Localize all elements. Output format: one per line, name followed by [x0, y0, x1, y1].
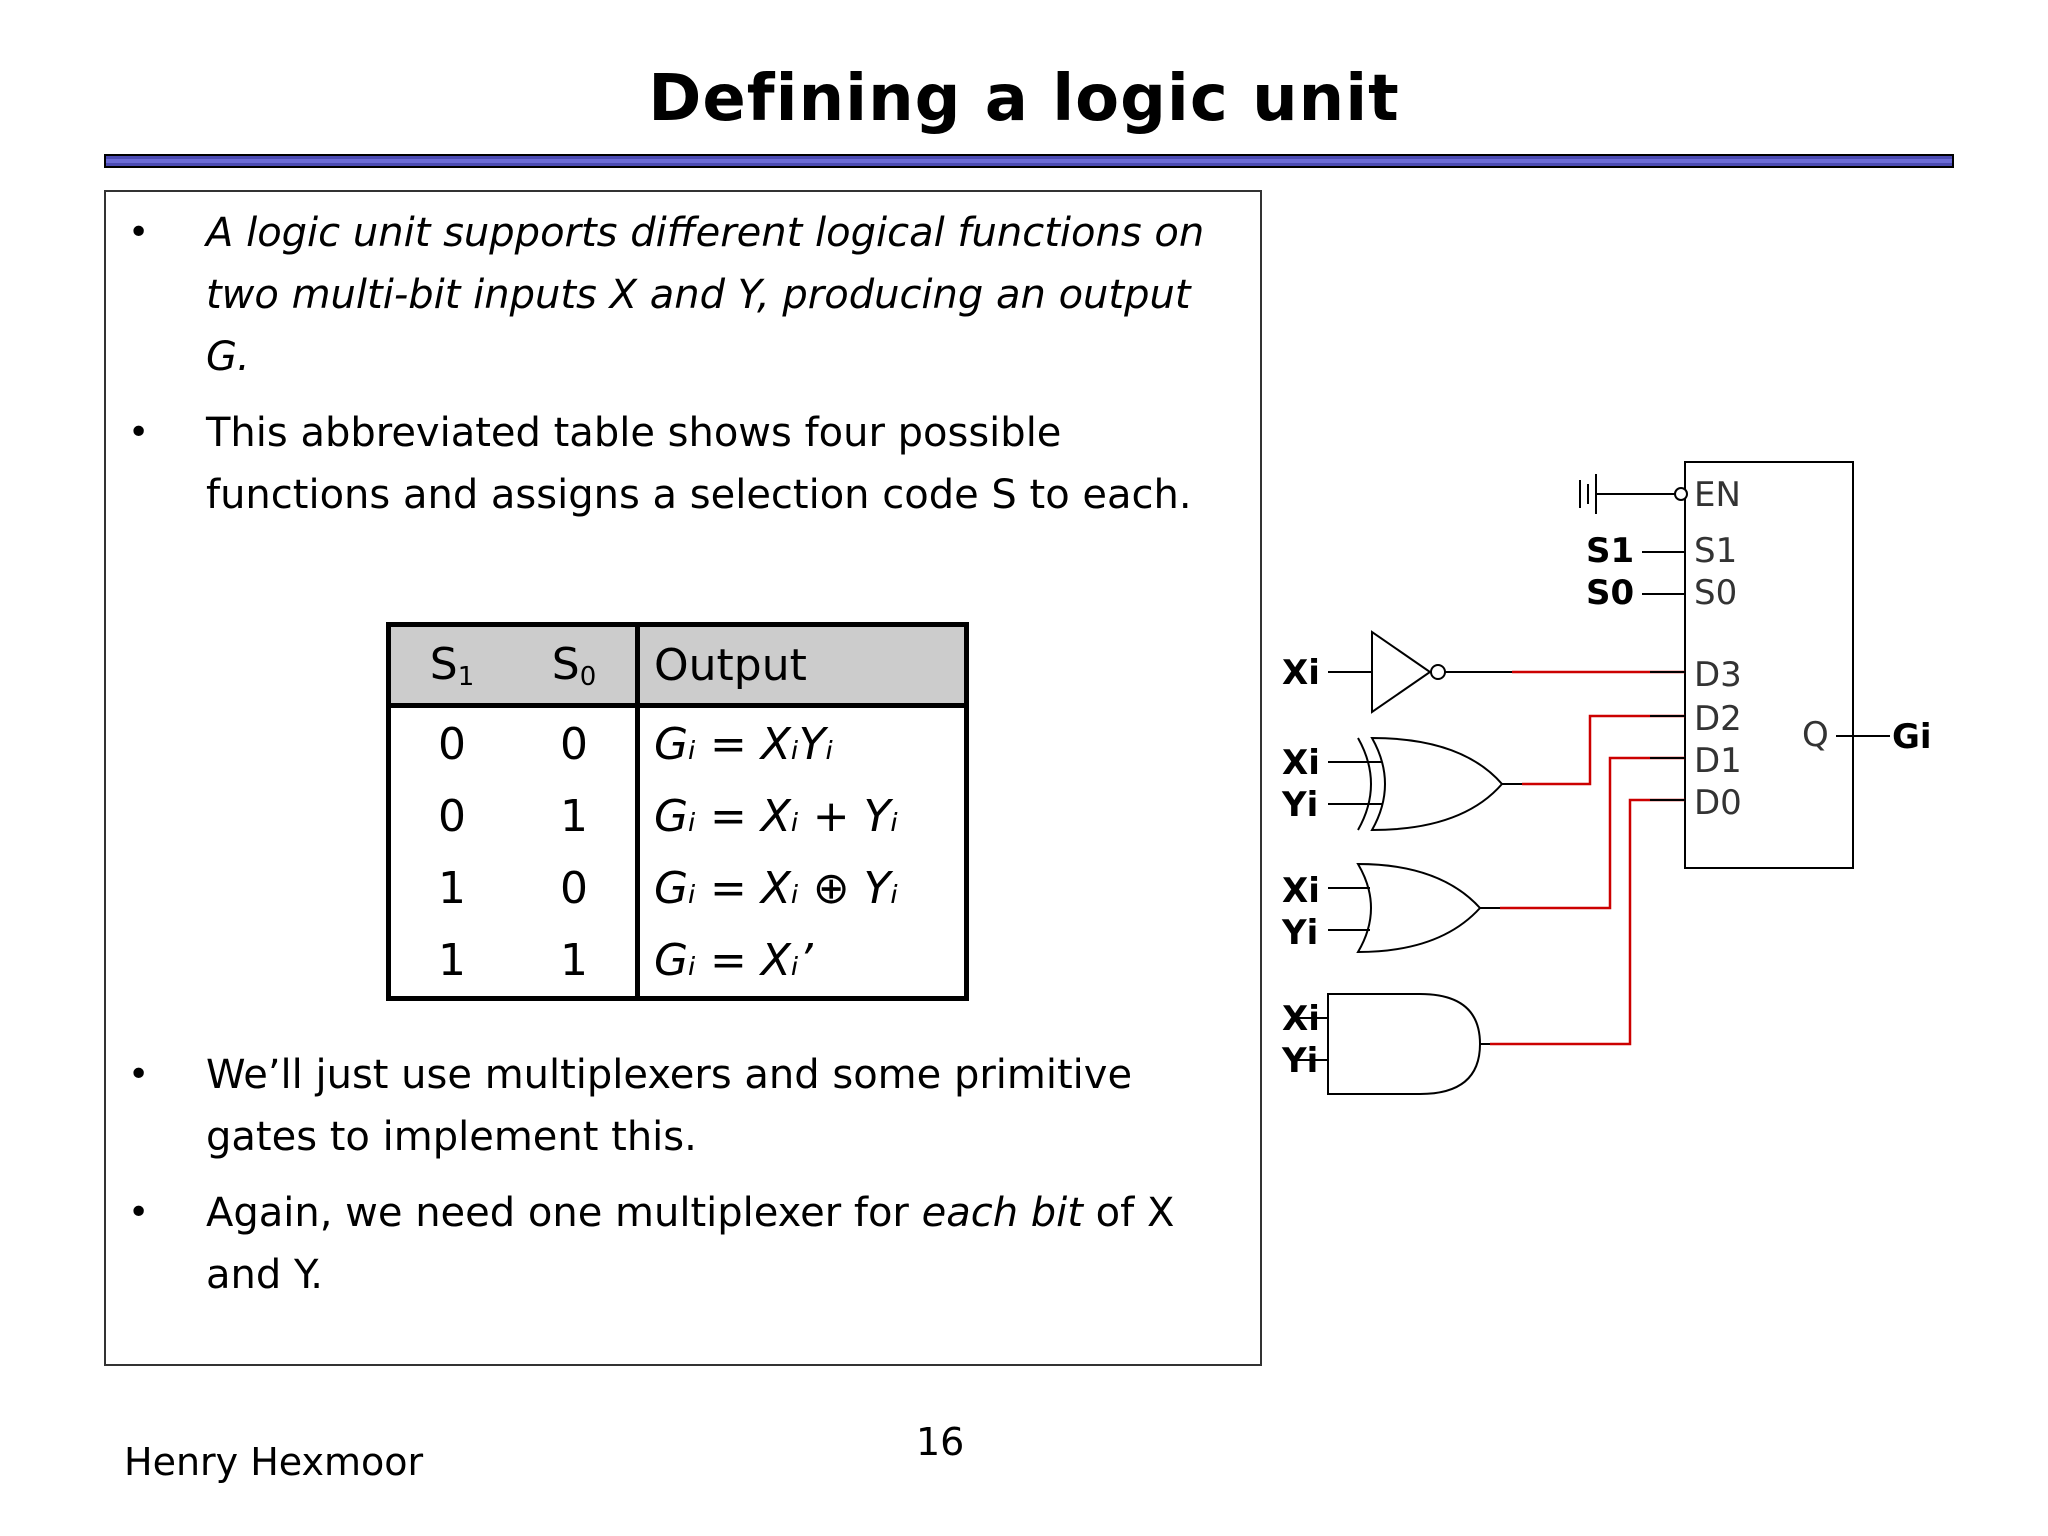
page-number: 16: [916, 1420, 965, 1464]
or-gate: [1328, 862, 1482, 954]
xor-gate: [1328, 736, 1504, 832]
header-s0: S0: [513, 624, 640, 708]
mux-box: [1684, 461, 1854, 869]
cell-output: Gᵢ = XᵢYᵢ: [654, 718, 834, 770]
slide-title: Defining a logic unit: [648, 62, 1400, 136]
cell-output: Gᵢ = Xᵢ ⊕ Yᵢ: [654, 862, 899, 914]
logic-unit-circuit: EN S1 S0 D3 D2 D1 D0 Q S1 S0 Gi Xi Xi Yi…: [1281, 461, 1932, 1095]
mux-label-d2: D2: [1694, 699, 1742, 739]
bullet-2-text: This abbreviated table shows four possib…: [206, 410, 1192, 518]
cell-s0: 1: [513, 780, 640, 852]
cell-s1: 0: [438, 718, 466, 770]
or-input-y: Yi: [1281, 913, 1318, 953]
and-gate: [1292, 993, 1482, 1095]
content-box: • A logic unit supports different logica…: [104, 190, 1262, 1366]
cell-s0: 0: [513, 705, 640, 780]
cell-s1: 1: [438, 934, 466, 986]
red-wires: [1490, 670, 1685, 1046]
cell-s0: 1: [513, 924, 640, 999]
mux-label-d1: D1: [1694, 741, 1742, 781]
not-gate: [1328, 630, 1446, 714]
mux-label-d3: D3: [1694, 655, 1742, 695]
table-row: 1 0 Gᵢ = Xᵢ ⊕ Yᵢ: [389, 852, 967, 924]
header-s1: S1: [388, 624, 513, 708]
header-output: Output: [637, 624, 967, 708]
bullet-4-text: Again, we need one multiplexer for each …: [206, 1190, 1175, 1298]
table-row: 1 1 Gᵢ = Xᵢ’: [389, 924, 967, 999]
function-table: S1 S0 Output 0 0 Gᵢ = XᵢYᵢ 0 1 Gᵢ = Xᵢ +…: [386, 622, 969, 1001]
title-divider: [104, 154, 1954, 168]
table-row: 0 1 Gᵢ = Xᵢ + Yᵢ: [389, 780, 967, 852]
mux-label-s1: S1: [1694, 531, 1737, 571]
bullet-dot: •: [128, 1054, 150, 1095]
cell-s1: 0: [438, 790, 466, 842]
cell-output: Gᵢ = Xᵢ’: [654, 934, 813, 986]
not-input-x: Xi: [1282, 653, 1320, 693]
cell-s0: 0: [513, 852, 640, 924]
or-input-x: Xi: [1282, 871, 1320, 911]
and-input-y: Yi: [1281, 1041, 1318, 1081]
cell-output: Gᵢ = Xᵢ + Yᵢ: [654, 790, 899, 842]
bullet-dot: •: [128, 212, 150, 253]
cell-s1: 1: [438, 862, 466, 914]
ground-icon: [1579, 474, 1675, 514]
mux-label-s0: S0: [1694, 573, 1737, 613]
footer-author: Henry Hexmoor: [124, 1440, 424, 1484]
output-gi-label: Gi: [1892, 717, 1932, 757]
enable-bubble: [1674, 487, 1688, 501]
bullet-dot: •: [128, 1192, 150, 1233]
table-header-row: S1 S0 Output: [388, 624, 967, 708]
bullet-dot: •: [128, 412, 150, 453]
bullet-1-text: A logic unit supports different logical …: [206, 210, 1205, 380]
mux-label-q: Q: [1802, 715, 1829, 755]
select-s1-label: S1: [1586, 531, 1634, 571]
and-input-x: Xi: [1282, 999, 1320, 1039]
select-s0-label: S0: [1586, 573, 1634, 613]
xor-input-x: Xi: [1282, 743, 1320, 783]
xor-input-y: Yi: [1281, 785, 1318, 825]
table-row: 0 0 Gᵢ = XᵢYᵢ: [389, 705, 967, 780]
mux-label-d0: D0: [1694, 783, 1742, 823]
bullet-3-text: We’ll just use multiplexers and some pri…: [206, 1052, 1133, 1160]
mux-label-en: EN: [1694, 475, 1741, 515]
